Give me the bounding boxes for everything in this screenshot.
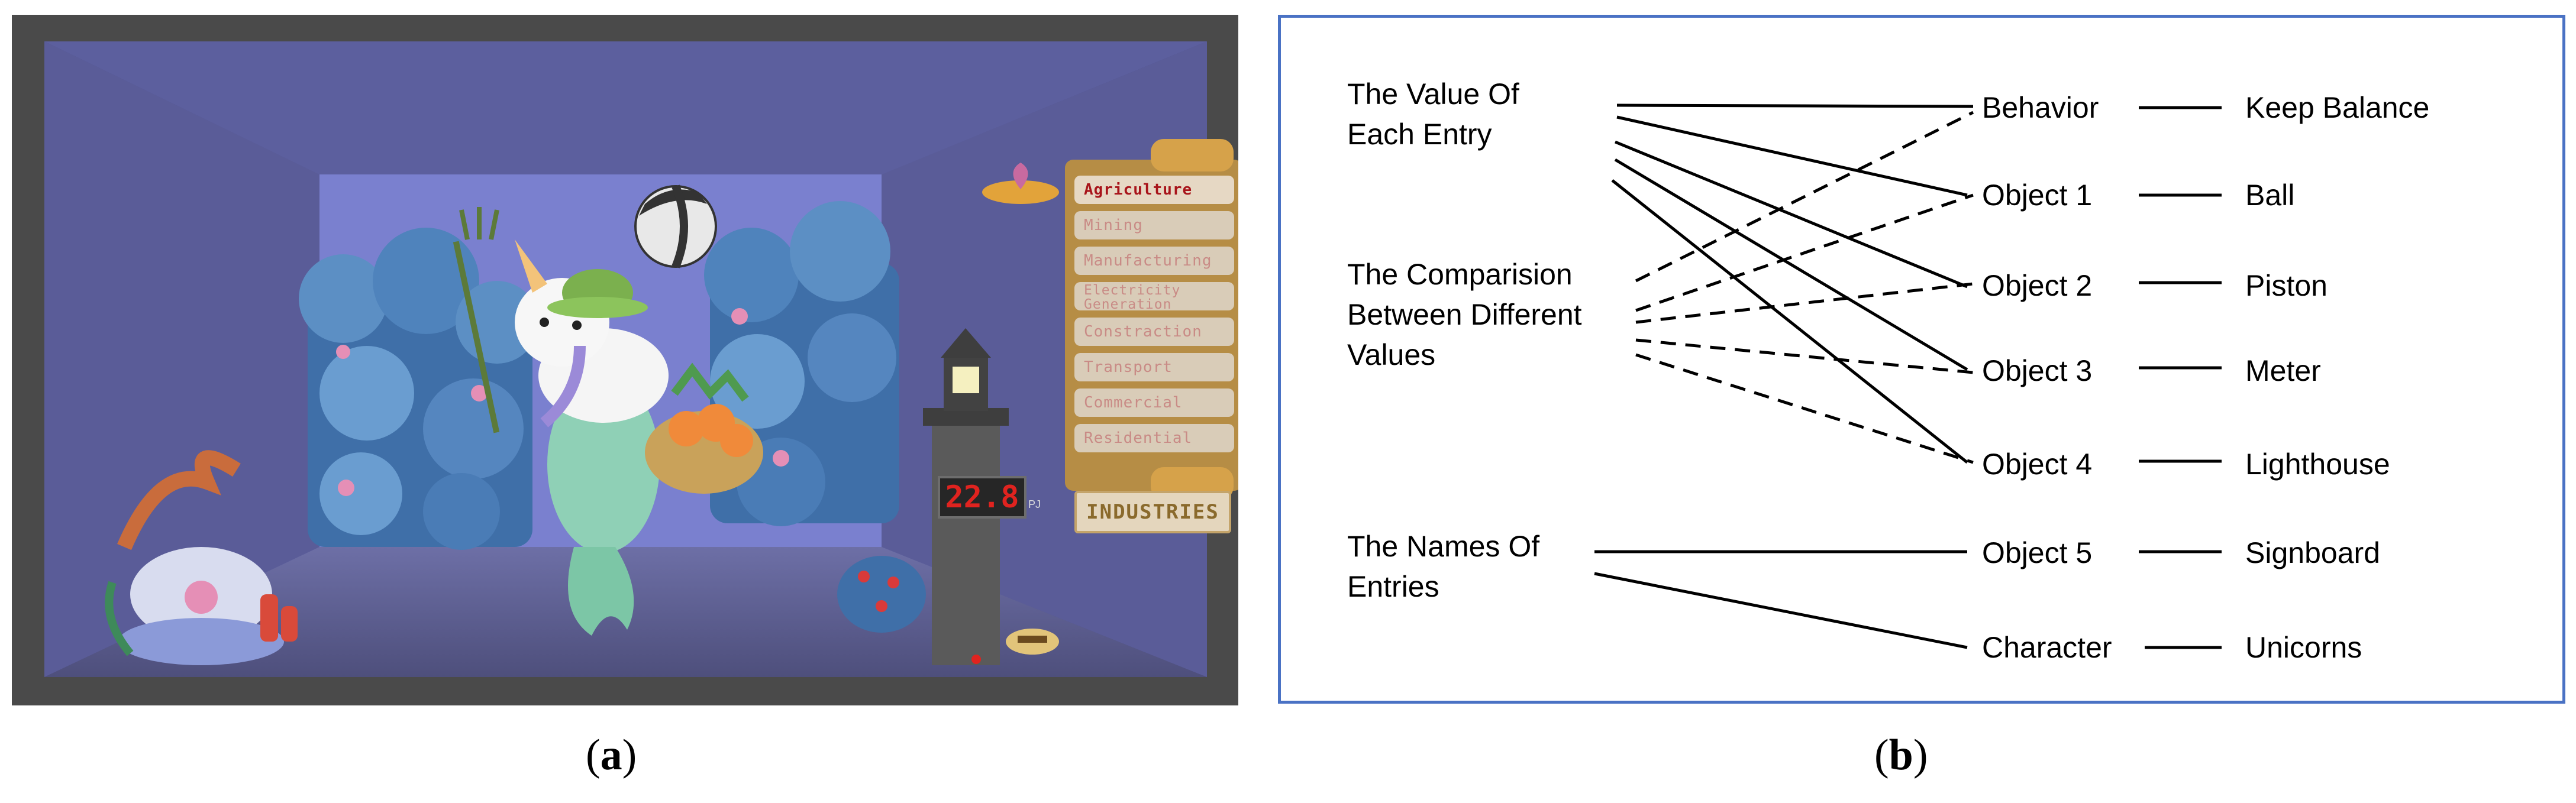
connector-value-behavior	[1616, 103, 1974, 108]
lighthouse	[923, 328, 1009, 665]
label-meter: Meter	[2245, 354, 2321, 387]
room-ceiling	[44, 41, 1207, 174]
sidebar-item-mining[interactable]: Mining	[1074, 211, 1234, 239]
signboard	[1006, 629, 1059, 655]
sidebar-item-electricity-generation[interactable]: Electricity Generation	[1074, 282, 1234, 310]
mapping-connectors	[1594, 103, 2222, 649]
label-keep-balance: Keep Balance	[2245, 91, 2430, 124]
game-scene-illustration	[12, 15, 1238, 705]
connector-comparison-object1	[1635, 193, 1974, 312]
connector-value-object3	[1614, 158, 1968, 371]
flower-platform	[982, 163, 1059, 204]
sidebar-item-manufacturing[interactable]: Manufacturing	[1074, 247, 1234, 275]
sidebar-item-construction[interactable]: Constraction	[1074, 318, 1234, 346]
connector-comparison-object2	[1635, 282, 1974, 324]
label-value-of-entry: The Value Of Each Entry	[1347, 77, 1519, 151]
connector-value-object4	[1611, 179, 1968, 464]
ball	[634, 184, 717, 268]
industries-button[interactable]: INDUSTRIES	[1074, 491, 1231, 533]
label-object-4: Object 4	[1982, 448, 2093, 481]
caption-a: (a)	[586, 731, 637, 779]
mapping-diagram-panel: The Value Of Each Entry The Comparision …	[1278, 15, 2565, 704]
connector-comparison-object4	[1635, 353, 1974, 464]
connector-comparison-object3	[1635, 338, 1974, 374]
label-names-of-entries: The Names Of Entries	[1347, 530, 1540, 603]
bush-left	[299, 228, 538, 550]
label-piston: Piston	[2245, 269, 2328, 302]
carrot-basket	[645, 362, 763, 494]
meter-readout: 22.8	[938, 476, 1026, 519]
game-scene-panel: Agriculture Mining Manufacturing Electri…	[12, 15, 1238, 705]
label-object-2: Object 2	[1982, 269, 2093, 302]
label-object-5: Object 5	[1982, 536, 2093, 569]
label-behavior: Behavior	[1982, 91, 2099, 124]
room-left-wall	[44, 41, 319, 677]
connector-names-character	[1594, 572, 1968, 649]
berry-bush	[837, 556, 926, 633]
seashell-decoration	[105, 450, 298, 665]
label-comparison-values: The Comparision Between Different Values	[1347, 258, 1582, 371]
sidebar-scroll-top	[1151, 139, 1234, 171]
connector-value-object1	[1616, 115, 1968, 197]
sidebar-item-residential[interactable]: Residential	[1074, 424, 1234, 452]
label-object-3: Object 3	[1982, 354, 2093, 387]
label-signboard: Signboard	[2245, 536, 2380, 569]
connector-comparison-behavior	[1635, 111, 1974, 283]
label-object-1: Object 1	[1982, 179, 2093, 212]
unicorn-character	[453, 207, 669, 636]
label-lighthouse: Lighthouse	[2245, 448, 2390, 481]
caption-b: (b)	[1874, 731, 1928, 779]
label-unicorns: Unicorns	[2245, 631, 2362, 664]
sidebar-item-commercial[interactable]: Commercial	[1074, 388, 1234, 417]
sidebar-item-agriculture[interactable]: Agriculture	[1074, 176, 1234, 204]
label-character: Character	[1982, 631, 2112, 664]
label-ball: Ball	[2245, 179, 2295, 212]
meter-unit: PJ	[1028, 498, 1041, 510]
sidebar-item-transport[interactable]: Transport	[1074, 353, 1234, 381]
connector-value-object2	[1615, 140, 1968, 289]
